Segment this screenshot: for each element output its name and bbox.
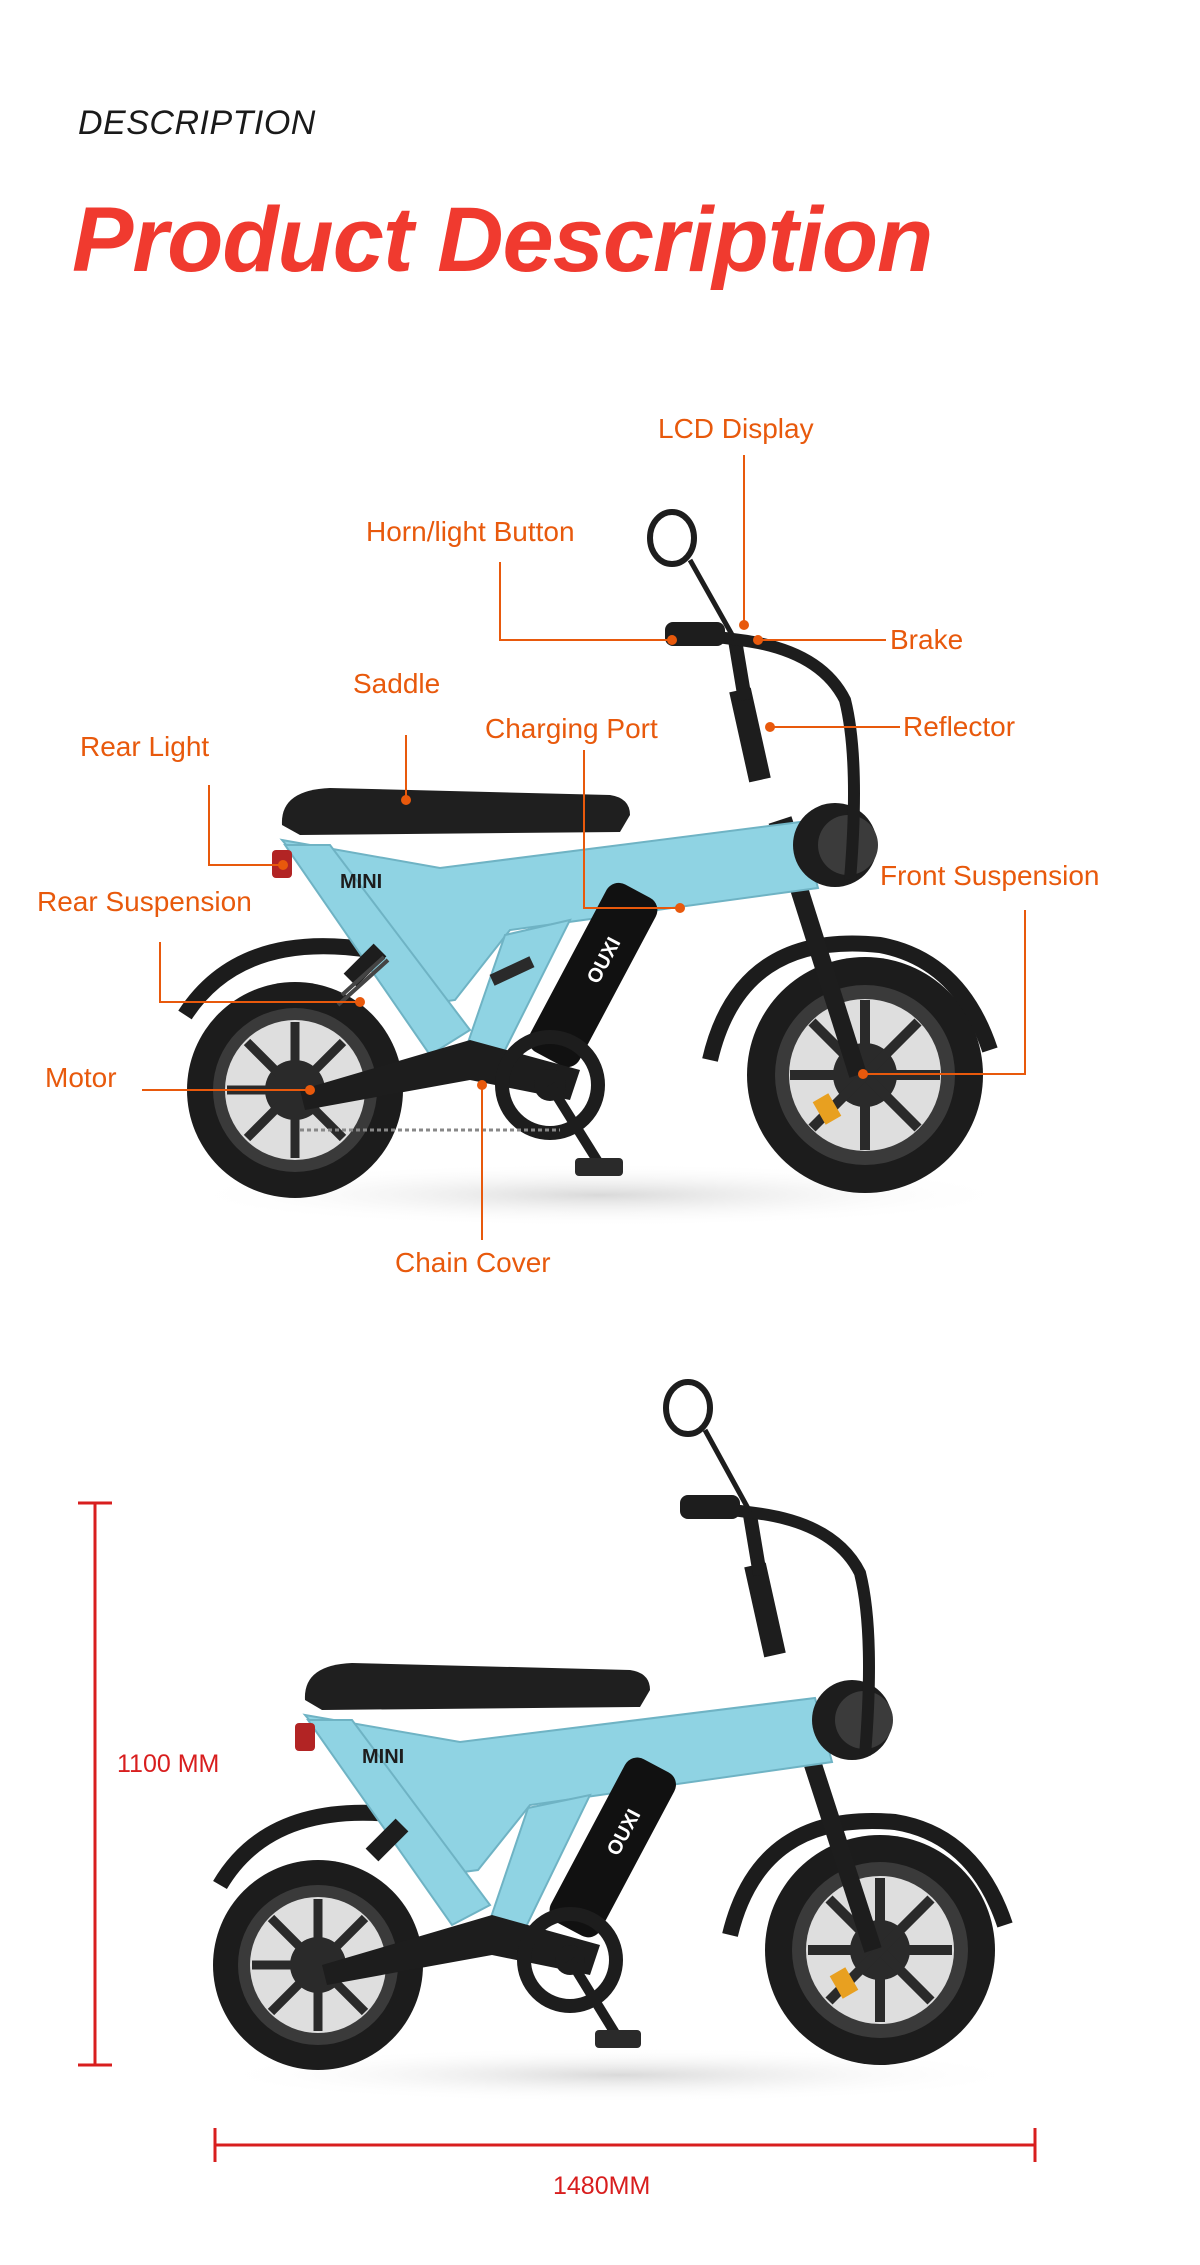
callout-charging-port: Charging Port bbox=[485, 713, 658, 744]
page-title: Product Description bbox=[72, 189, 933, 291]
callout-chain-cover: Chain Cover bbox=[395, 1247, 551, 1278]
callout-dots bbox=[278, 620, 868, 1095]
callout-motor: Motor bbox=[45, 1062, 117, 1093]
callout-lcd-display: LCD Display bbox=[658, 413, 814, 444]
callout-rear-light: Rear Light bbox=[80, 731, 210, 762]
callout-horn-light-button: Horn/light Button bbox=[366, 516, 575, 547]
section-label: DESCRIPTION bbox=[78, 104, 316, 142]
mirror bbox=[647, 509, 697, 567]
battery bbox=[528, 882, 658, 1068]
dimension-height: 1100 MM bbox=[117, 1750, 220, 1778]
callout-lines bbox=[142, 455, 1026, 1240]
callout-front-suspension: Front Suspension bbox=[880, 860, 1100, 891]
rear-wheel-2 bbox=[213, 1860, 423, 2070]
rear-shock bbox=[336, 943, 390, 1007]
callout-brake: Brake bbox=[890, 624, 964, 655]
frame-badge-2: MINI bbox=[362, 1746, 404, 1768]
callout-rear-suspension: Rear Suspension bbox=[37, 886, 252, 917]
callout-reflector: Reflector bbox=[903, 711, 1016, 742]
callout-saddle: Saddle bbox=[353, 668, 441, 699]
front-wheel-2 bbox=[765, 1835, 995, 2065]
dimension-length: 1480MM bbox=[553, 2172, 651, 2200]
dimension-lines bbox=[78, 1501, 1037, 2162]
frame-badge: MINI bbox=[340, 871, 382, 893]
saddle bbox=[281, 788, 630, 835]
